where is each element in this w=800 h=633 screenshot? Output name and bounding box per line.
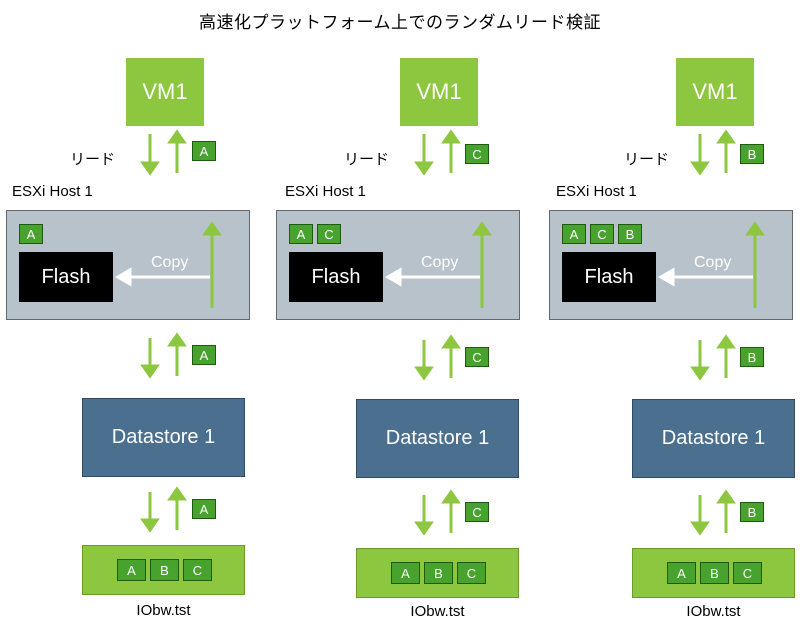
flash-block: A: [19, 224, 43, 244]
copy-label: Copy: [421, 254, 459, 271]
read-label: リード: [70, 151, 116, 168]
arrows: [115, 129, 222, 533]
flash-block: C: [590, 224, 614, 244]
file-box: A B C: [632, 548, 795, 598]
column-2: VM1 リード C ESXi Host 1 A C Flash Copy C D…: [270, 0, 530, 633]
vm-box: VM1: [400, 58, 478, 126]
file-block: C: [183, 559, 212, 581]
flash-block: A: [289, 224, 313, 244]
file-block: B: [150, 559, 179, 581]
vm-box: VM1: [676, 58, 754, 126]
datastore-box: Datastore 1: [356, 399, 519, 478]
flash-box: Flash: [289, 252, 383, 302]
datastore-file-block: C: [465, 502, 489, 522]
datastore-file-block: A: [192, 499, 216, 519]
vm-block: C: [465, 144, 489, 164]
file-block-row: A B C: [667, 562, 762, 584]
flash-box: Flash: [562, 252, 656, 302]
file-label: IObw.tst: [410, 603, 465, 620]
file-block-row: A B C: [391, 562, 486, 584]
flash-block-row: A C B: [562, 224, 642, 244]
datastore-box: Datastore 1: [82, 398, 245, 477]
column-1: VM1 リード A ESXi Host 1 A Flash Copy A Dat…: [0, 0, 260, 633]
column-3: VM1 リード B ESXi Host 1 A C B Flash Copy B…: [540, 0, 800, 633]
host-label: ESXi Host 1: [12, 183, 93, 200]
copy-label: Copy: [694, 254, 732, 271]
file-block: C: [733, 562, 762, 584]
diagram-title: 高速化プラットフォーム上でのランダムリード検証: [199, 13, 601, 32]
host-label: ESXi Host 1: [556, 183, 637, 200]
flash-block-row: A C: [289, 224, 341, 244]
read-label: リード: [624, 151, 670, 168]
file-label: IObw.tst: [686, 603, 741, 620]
flash-block: B: [618, 224, 642, 244]
file-box: A B C: [356, 548, 519, 598]
file-block-row: A B C: [117, 559, 212, 581]
host-datastore-block: B: [740, 347, 764, 367]
file-block: A: [667, 562, 696, 584]
vm-block: B: [740, 144, 764, 164]
host-datastore-block: C: [465, 347, 489, 367]
file-block: B: [700, 562, 729, 584]
datastore-file-block: B: [740, 502, 764, 522]
arrows: [385, 129, 492, 536]
host-label: ESXi Host 1: [285, 183, 366, 200]
file-block: B: [424, 562, 453, 584]
flash-block: C: [317, 224, 341, 244]
host-datastore-block: A: [192, 345, 216, 365]
file-block: A: [117, 559, 146, 581]
flash-box: Flash: [19, 252, 113, 302]
vm-box: VM1: [126, 58, 204, 126]
datastore-box: Datastore 1: [632, 399, 795, 478]
esxi-host-box: A C B Flash Copy: [549, 210, 793, 320]
arrows: [658, 129, 765, 536]
read-label: リード: [344, 151, 390, 168]
copy-label: Copy: [151, 254, 189, 271]
vm-block: A: [192, 141, 216, 161]
file-box: A B C: [82, 545, 245, 595]
flash-block-row: A: [19, 224, 43, 244]
file-block: A: [391, 562, 420, 584]
file-block: C: [457, 562, 486, 584]
file-label: IObw.tst: [136, 602, 191, 619]
flash-block: A: [562, 224, 586, 244]
